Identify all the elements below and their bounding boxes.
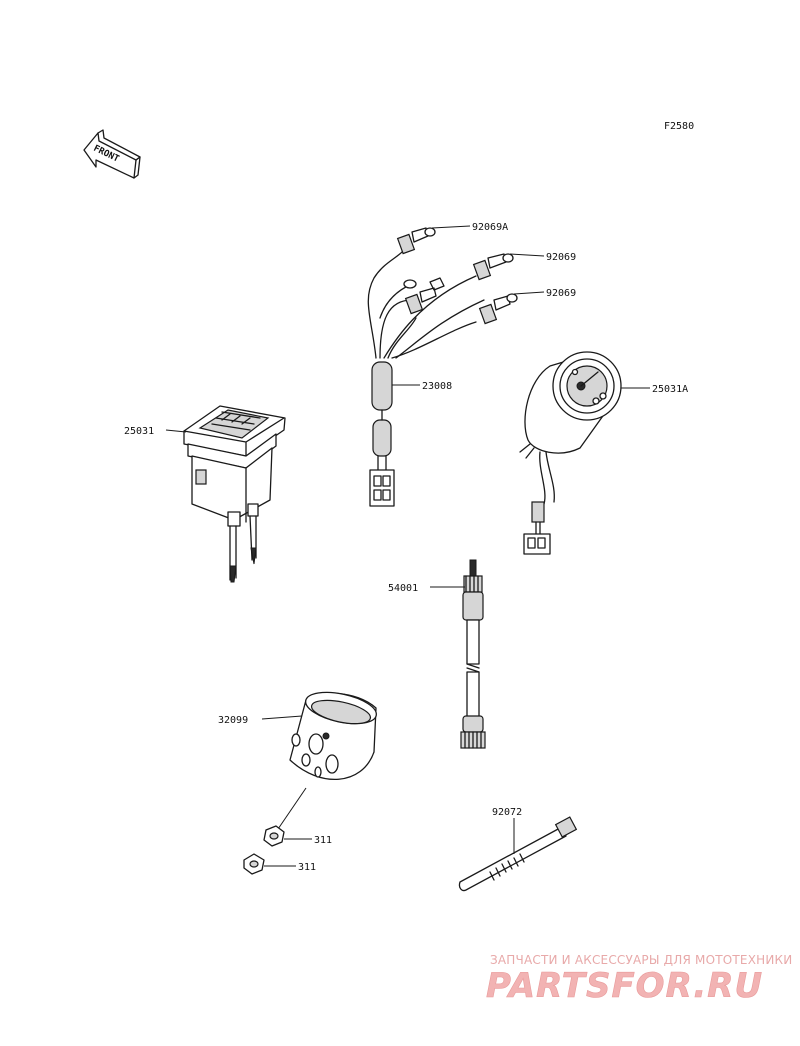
part-label-25031A: 25031A <box>652 384 688 395</box>
part-label-54001: 54001 <box>388 583 418 594</box>
part-label-92072: 92072 <box>492 807 522 818</box>
meter-bracket-32099 <box>289 691 377 781</box>
figure-code: F2580 <box>664 121 694 132</box>
cable-tie-92072 <box>458 816 578 892</box>
part-label-32099: 32099 <box>218 715 248 726</box>
part-label-92069A: 92069A <box>472 222 508 233</box>
watermark-logo: PARTSFOR.RU <box>486 966 763 1006</box>
part-label-311-a: 311 <box>314 835 332 846</box>
front-arrow-icon: FRONT <box>83 129 141 179</box>
speedometer-cable-54001 <box>460 559 486 749</box>
part-label-25031: 25031 <box>124 426 154 437</box>
wire-harness-23008 <box>367 227 518 507</box>
nut-311-b <box>243 853 265 875</box>
watermark-tagline: ЗАПЧАСТИ И АКСЕССУАРЫ ДЛЯ МОТОТЕХНИКИ <box>490 953 792 967</box>
speedometer-25031A <box>519 351 622 555</box>
hour-meter-25031 <box>183 405 286 583</box>
part-label-92069-b: 92069 <box>546 288 576 299</box>
part-label-311-b: 311 <box>298 862 316 873</box>
nut-311-a <box>263 825 285 847</box>
part-label-23008: 23008 <box>422 381 452 392</box>
part-label-92069-a: 92069 <box>546 252 576 263</box>
